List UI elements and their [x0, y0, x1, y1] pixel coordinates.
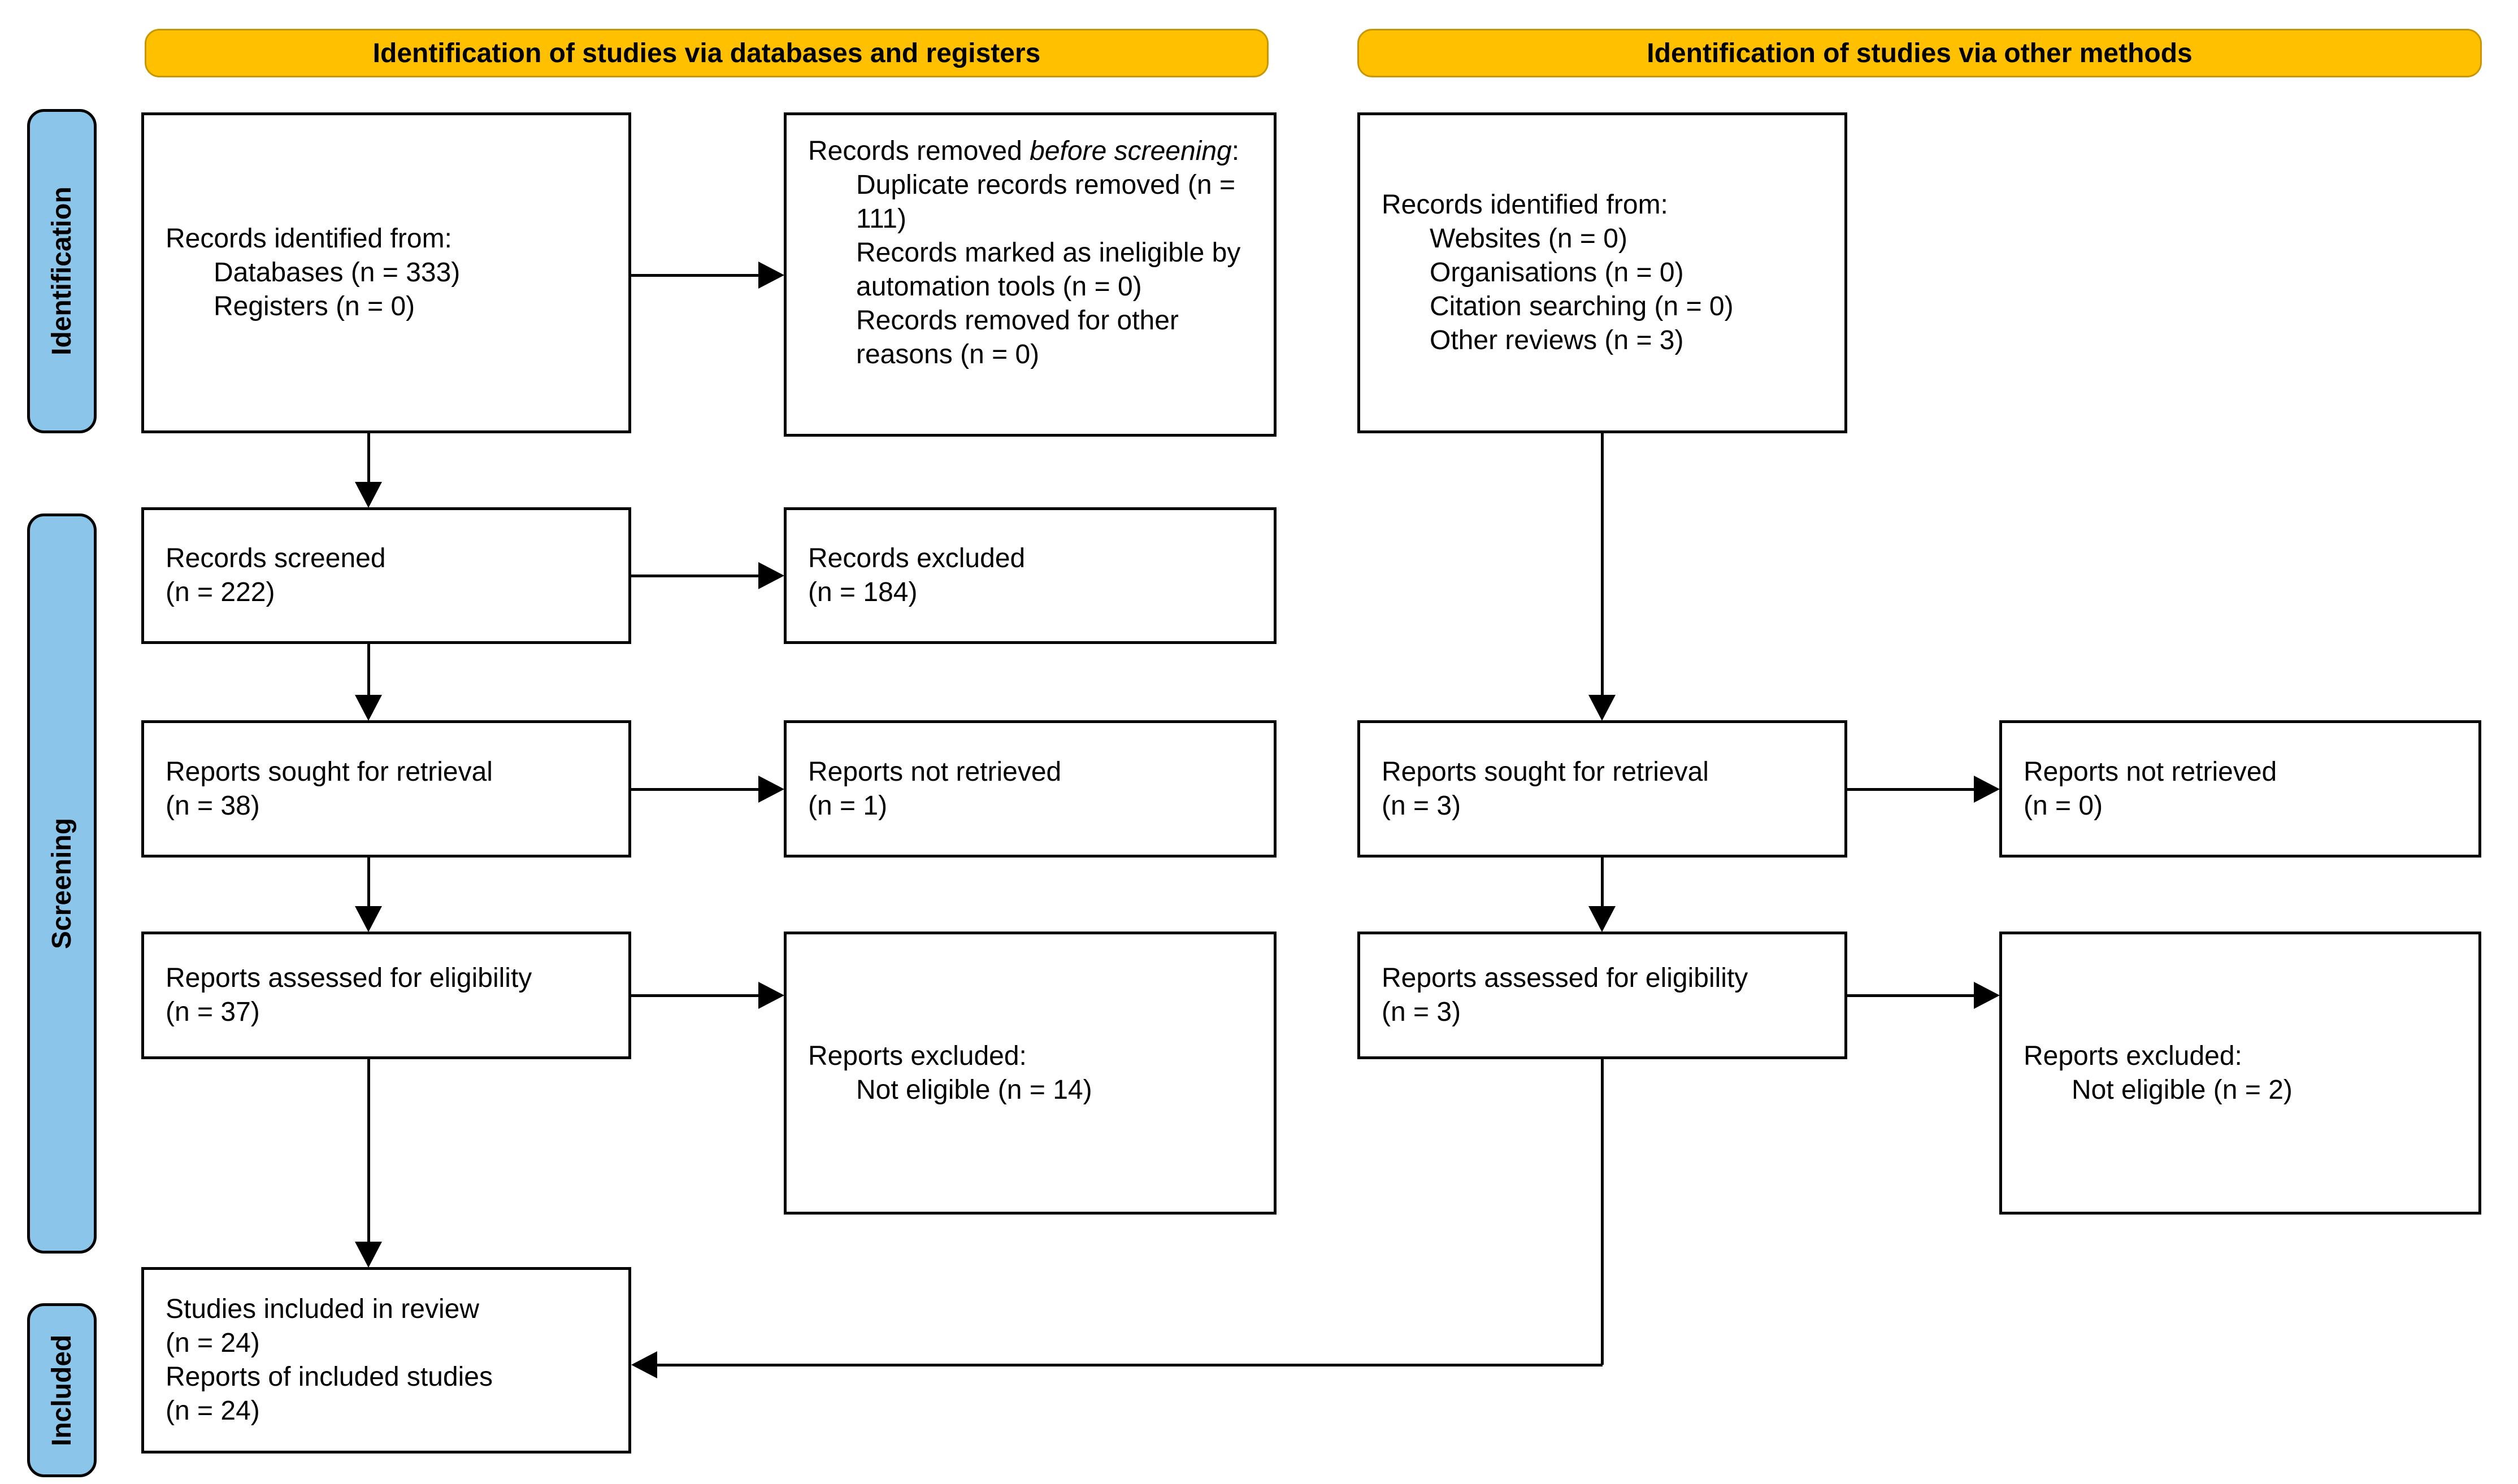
records-identified-other-item: Citation searching (n = 0) — [1430, 291, 1734, 321]
arrow-assessed-to-included — [367, 1059, 370, 1242]
arrow-identified-other-to-sought — [1601, 433, 1604, 695]
reports-not-retrieved-line: Reports not retrieved — [808, 756, 1062, 787]
arrow-assessed-to-excluded — [631, 994, 758, 997]
records-identified-other-item: Other reviews (n = 3) — [1430, 325, 1684, 355]
reports-not-retrieved-count: (n = 1) — [808, 790, 888, 821]
records-identified-other-item: Websites (n = 0) — [1430, 224, 1627, 254]
arrowhead-down-icon — [1588, 695, 1616, 721]
box-reports-sought-left: Reports sought for retrieval (n = 38) — [141, 720, 631, 858]
reports-assessed-count: (n = 37) — [166, 997, 260, 1027]
arrow-identified-to-screened — [367, 433, 370, 482]
records-identified-other-title: Records identified from: — [1382, 190, 1668, 220]
arrowhead-down-icon — [355, 482, 382, 508]
arrowhead-right-icon — [758, 562, 784, 589]
arrow-sought-right-to-assessed — [1601, 858, 1604, 906]
records-excluded-line: Records excluded — [808, 543, 1026, 573]
arrowhead-left-icon — [631, 1351, 657, 1378]
arrowhead-right-icon — [758, 262, 784, 289]
arrowhead-down-icon — [355, 695, 382, 721]
box-studies-included: Studies included in review (n = 24) Repo… — [141, 1267, 631, 1453]
reports-sought-right-count: (n = 3) — [1382, 790, 1461, 821]
box-records-identified-other: Records identified from: Websites (n = 0… — [1357, 112, 1847, 433]
reports-assessed-right-line: Reports assessed for eligibility — [1382, 963, 1748, 993]
box-records-screened: Records screened (n = 222) — [141, 507, 631, 644]
studies-included-line: Studies included in review — [166, 1294, 479, 1324]
arrowhead-right-icon — [1974, 982, 2000, 1009]
phase-bar-screening: Screening — [27, 513, 97, 1254]
records-identified-title: Records identified from: — [166, 224, 452, 254]
arrow-sought-to-assessed — [367, 858, 370, 906]
reports-sought-count: (n = 38) — [166, 790, 260, 821]
records-screened-count: (n = 222) — [166, 577, 275, 607]
box-records-removed-before-screening: Records removed before screening: Duplic… — [784, 112, 1277, 437]
box-reports-sought-right: Reports sought for retrieval (n = 3) — [1357, 720, 1847, 858]
box-reports-not-retrieved-left: Reports not retrieved (n = 1) — [784, 720, 1277, 858]
phase-included-label: Included — [47, 1334, 77, 1446]
arrow-sought-right-to-not-retrieved — [1847, 788, 1974, 791]
header-other-methods-label: Identification of studies via other meth… — [1647, 38, 2193, 68]
header-other-methods: Identification of studies via other meth… — [1357, 29, 2482, 77]
reports-excluded-right-item: Not eligible (n = 2) — [2072, 1074, 2293, 1105]
box-reports-assessed-left: Reports assessed for eligibility (n = 37… — [141, 932, 631, 1059]
box-reports-excluded-left: Reports excluded: Not eligible (n = 14) — [784, 932, 1277, 1215]
reports-assessed-line: Reports assessed for eligibility — [166, 963, 532, 993]
records-identified-item: Databases (n = 333) — [214, 258, 461, 288]
reports-sought-right-line: Reports sought for retrieval — [1382, 756, 1709, 787]
studies-included-count: (n = 24) — [166, 1328, 260, 1358]
phase-identification-label: Identification — [47, 186, 77, 356]
reports-excluded-title: Reports excluded: — [808, 1041, 1027, 1071]
arrow-assessed-right-to-included-vertical — [1601, 1059, 1604, 1365]
box-reports-assessed-right: Reports assessed for eligibility (n = 3) — [1357, 932, 1847, 1059]
records-removed-item: Records marked as ineligible by automati… — [856, 238, 1241, 302]
records-identified-other-item: Organisations (n = 0) — [1430, 258, 1684, 288]
records-identified-item: Registers (n = 0) — [214, 291, 415, 321]
header-databases-registers-label: Identification of studies via databases … — [372, 38, 1041, 68]
records-excluded-count: (n = 184) — [808, 577, 918, 607]
box-records-identified-databases: Records identified from: Databases (n = … — [141, 112, 631, 433]
reports-not-retrieved-right-line: Reports not retrieved — [2024, 756, 2277, 787]
phase-bar-identification: Identification — [27, 109, 97, 433]
arrow-screened-to-excluded — [631, 575, 758, 577]
arrowhead-right-icon — [758, 776, 784, 803]
records-removed-item: Duplicate records removed (n = 111) — [856, 170, 1235, 234]
arrowhead-down-icon — [1588, 906, 1616, 932]
reports-assessed-right-count: (n = 3) — [1382, 997, 1461, 1027]
reports-not-retrieved-right-count: (n = 0) — [2024, 790, 2103, 821]
arrow-identified-to-removed — [631, 274, 758, 277]
reports-excluded-item: Not eligible (n = 14) — [856, 1074, 1092, 1105]
box-reports-not-retrieved-right: Reports not retrieved (n = 0) — [1999, 720, 2481, 858]
arrowhead-down-icon — [355, 1242, 382, 1268]
reports-included-line: Reports of included studies — [166, 1362, 493, 1392]
phase-screening-label: Screening — [47, 817, 77, 950]
arrowhead-right-icon — [1974, 776, 2000, 803]
records-screened-line: Records screened — [166, 543, 386, 573]
box-reports-excluded-right: Reports excluded: Not eligible (n = 2) — [1999, 932, 2481, 1215]
reports-included-count: (n = 24) — [166, 1396, 260, 1426]
reports-sought-line: Reports sought for retrieval — [166, 756, 493, 787]
records-removed-title: Records removed before screening: — [808, 136, 1240, 166]
arrow-assessed-right-to-included-horizontal — [657, 1364, 1603, 1367]
records-removed-item: Records removed for other reasons (n = 0… — [856, 306, 1179, 369]
arrow-assessed-right-to-excluded — [1847, 994, 1974, 997]
arrowhead-right-icon — [758, 982, 784, 1009]
reports-excluded-right-title: Reports excluded: — [2024, 1041, 2242, 1071]
arrowhead-down-icon — [355, 906, 382, 932]
box-records-excluded: Records excluded (n = 184) — [784, 507, 1277, 644]
header-databases-registers: Identification of studies via databases … — [145, 29, 1269, 77]
phase-bar-included: Included — [27, 1303, 97, 1477]
arrow-sought-to-not-retrieved — [631, 788, 758, 791]
arrow-screened-to-sought — [367, 644, 370, 695]
